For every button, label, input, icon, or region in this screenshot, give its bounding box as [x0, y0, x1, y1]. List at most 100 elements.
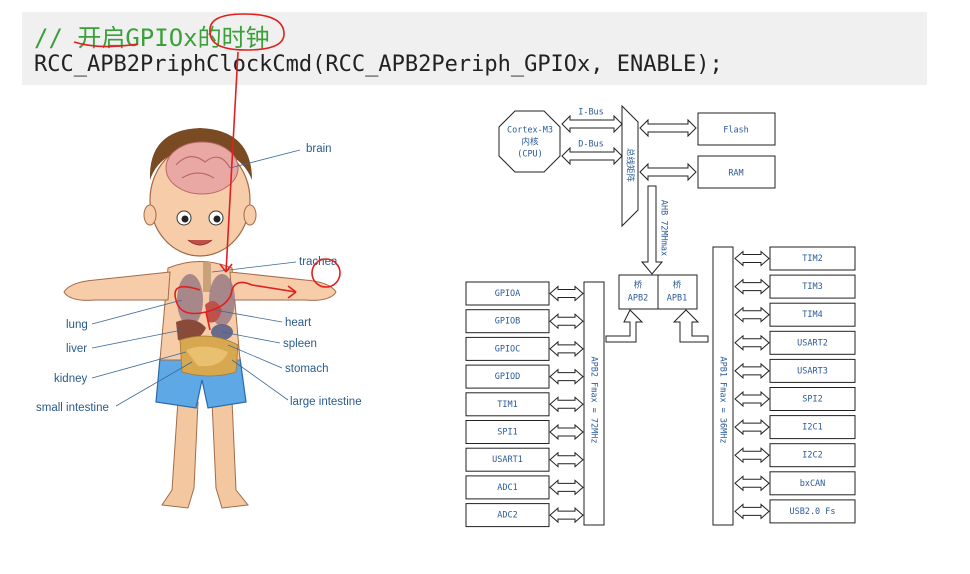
peripheral-arrow-tim2 — [734, 250, 770, 267]
peripheral-adc2 — [465, 503, 550, 528]
peripheral-tim3 — [769, 274, 856, 299]
peripheral-label-tim1: TIM1 — [497, 400, 517, 410]
peripheral-label-i2c2: I2C2 — [802, 451, 822, 461]
peripheral-label-tim2: TIM2 — [802, 254, 822, 264]
label-kidney: kidney — [54, 373, 87, 385]
peripheral-usart1 — [465, 447, 550, 472]
peripheral-gpiod — [465, 364, 550, 389]
peripheral-arrow-tim3 — [734, 278, 770, 295]
clock-tree-diagram: Cortex-M3 内核 (CPU) I-Bus D-Bus 总线矩阵 Flas… — [465, 104, 856, 528]
peripheral-arrow-gpioa — [549, 285, 584, 302]
peripheral-arrow-gpiob — [549, 313, 584, 330]
red-annotations — [73, 13, 341, 331]
peripheral-arrow-adc2 — [549, 506, 584, 524]
bridge-apb2-label-2: APB2 — [628, 294, 648, 304]
peripheral-bxcan — [769, 471, 856, 496]
bus-matrix-label: 总线矩阵 — [625, 148, 636, 183]
peripheral-arrow-usart3 — [734, 362, 770, 380]
apb2-peripheral-list: GPIOAGPIOBGPIOCGPIODTIM1SPI1USART1ADC1AD… — [465, 281, 584, 528]
peripheral-i2c1 — [769, 415, 856, 440]
dbus-arrow — [561, 146, 623, 166]
label-heart: heart — [285, 317, 312, 329]
apb2-bus — [583, 281, 605, 526]
peripheral-label-usart1: USART1 — [492, 455, 523, 465]
peripheral-adc1 — [465, 475, 550, 500]
ibus-label: I-Bus — [578, 108, 604, 118]
cpu-label-3: (CPU) — [517, 150, 543, 160]
peripheral-label-spi1: SPI1 — [497, 428, 517, 438]
label-lung: lung — [66, 319, 88, 331]
peripheral-arrow-gpiod — [549, 368, 584, 385]
peripheral-arrow-adc1 — [549, 479, 584, 496]
ram-arrow — [639, 162, 697, 182]
peripheral-label-i2c1: I2C1 — [802, 423, 822, 433]
peripheral-label-adc2: ADC2 — [497, 511, 517, 521]
apb1-bus-label: APB1 Fmax = 36MHz — [718, 357, 728, 444]
peripheral-label-spi2: SPI2 — [802, 395, 822, 405]
peripheral-arrow-tim4 — [734, 306, 770, 323]
peripheral-arrow-usart1 — [549, 451, 584, 468]
peripheral-gpioc — [465, 336, 550, 361]
peripheral-tim2 — [769, 246, 856, 271]
peripheral-arrow-usb2-0-fs — [734, 503, 770, 520]
flash-arrow — [639, 118, 697, 138]
peripheral-label-gpiob: GPIOB — [495, 317, 521, 327]
peripheral-usb2-0-fs — [769, 499, 856, 524]
peripheral-arrow-bxcan — [734, 475, 770, 492]
apb1-bus — [712, 246, 734, 526]
flash-block — [697, 112, 776, 146]
code-comment: // 开启GPIOx的时钟 — [34, 24, 270, 52]
peripheral-label-adc1: ADC1 — [497, 483, 517, 493]
apb1-connector — [672, 309, 709, 343]
ram-block — [697, 155, 776, 189]
peripheral-label-bxcan: bxCAN — [800, 479, 826, 489]
label-large-intestine: large intestine — [290, 396, 362, 408]
code-block — [22, 12, 927, 85]
peripheral-arrow-gpioc — [549, 340, 584, 358]
bridge-apb2-label-1: 桥 — [634, 280, 643, 291]
label-brain: brain — [306, 143, 332, 155]
peripheral-label-usart2: USART2 — [797, 338, 828, 348]
apb2-connector — [605, 309, 644, 343]
boy-illustration — [63, 128, 337, 509]
ibus-arrow — [561, 114, 623, 134]
peripheral-label-tim4: TIM4 — [802, 310, 822, 320]
peripheral-label-usart3: USART3 — [797, 366, 828, 376]
flash-label: Flash — [723, 126, 749, 136]
peripheral-usart3 — [769, 358, 856, 383]
ahb-arrow — [640, 185, 664, 275]
peripheral-arrow-tim1 — [549, 396, 584, 413]
dbus-label: D-Bus — [578, 140, 604, 150]
peripheral-label-gpioa: GPIOA — [495, 289, 521, 299]
peripheral-arrow-i2c2 — [734, 447, 770, 464]
bus-matrix — [621, 104, 639, 228]
code-statement: RCC_APB2PriphClockCmd(RCC_APB2Periph_GPI… — [34, 52, 723, 77]
bridge-apb1-label-1: 桥 — [673, 280, 682, 291]
label-stomach: stomach — [285, 363, 328, 375]
peripheral-arrow-spi2 — [734, 390, 770, 408]
label-small-intestine: small intestine — [36, 402, 109, 414]
peripheral-arrow-i2c1 — [734, 418, 770, 436]
bridge-apb1-label-2: APB1 — [667, 294, 687, 304]
peripheral-label-usb2-0-fs: USB2.0 Fs — [789, 507, 835, 517]
label-spleen: spleen — [283, 338, 317, 350]
ram-label: RAM — [728, 169, 743, 179]
cpu-label-1: Cortex-M3 — [507, 126, 553, 136]
peripheral-gpioa — [465, 281, 550, 306]
peripheral-arrow-usart2 — [734, 334, 770, 351]
label-liver: liver — [66, 343, 87, 355]
apb2-bus-label: APB2 Fmax = 72MHz — [589, 357, 599, 444]
bridge-apb1 — [657, 274, 698, 310]
cpu-label-2: 内核 — [521, 137, 539, 148]
peripheral-i2c2 — [769, 443, 856, 468]
peripheral-tim1 — [465, 392, 550, 417]
peripheral-gpiob — [465, 309, 550, 334]
peripheral-label-tim3: TIM3 — [802, 282, 822, 292]
bridge-apb2 — [618, 274, 659, 310]
peripheral-spi1 — [465, 420, 550, 444]
ahb-label: AHB 72MHmax — [659, 200, 669, 256]
cpu-core — [498, 110, 561, 173]
peripheral-label-gpiod: GPIOD — [495, 372, 521, 382]
